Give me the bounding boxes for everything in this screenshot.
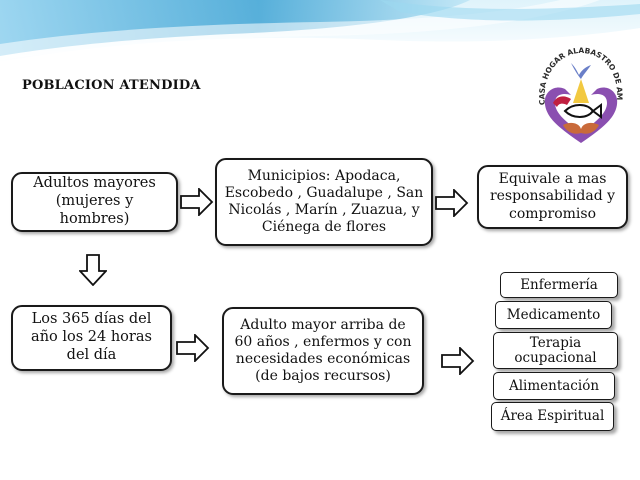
arrow-right-icon [441, 347, 475, 375]
box-equivale: Equivale a mas responsabilidad y comprom… [477, 165, 628, 229]
arrow-right-icon [180, 188, 214, 216]
service-item-terapia: Terapia ocupacional [493, 332, 618, 369]
box-municipios-text: Municipios: Apodaca, Escobedo , Guadalup… [224, 167, 424, 236]
box-perfil: Adulto mayor arriba de 60 años , enfermo… [222, 307, 424, 395]
service-item-alimentacion: Alimentación [493, 372, 615, 400]
box-adultos-mayores-text: Adultos mayores (mujeres y hombres) [33, 175, 156, 227]
service-label: Alimentación [508, 377, 600, 394]
service-label: Enfermería [520, 276, 598, 293]
service-label: Terapia ocupacional [514, 334, 597, 366]
page-title: POBLACION ATENDIDA [22, 78, 201, 93]
arrow-right-icon [176, 334, 210, 362]
box-horario: Los 365 días del año los 24 horas del dí… [11, 305, 172, 371]
arrow-right-icon [435, 189, 469, 217]
service-label: Medicamento [506, 306, 601, 323]
service-item-enfermeria: Enfermería [500, 272, 618, 298]
service-label: Área Espiritual [500, 408, 605, 425]
box-perfil-text: Adulto mayor arriba de 60 años , enfermo… [234, 316, 412, 385]
box-municipios: Municipios: Apodaca, Escobedo , Guadalup… [215, 158, 433, 246]
box-equivale-text: Equivale a mas responsabilidad y comprom… [489, 171, 616, 222]
casa-hogar-logo: CASA HOGAR ALABASTRO DE AMOR "THELMA" A.… [531, 43, 627, 155]
box-horario-text: Los 365 días del año los 24 horas del dí… [31, 311, 152, 363]
service-item-area-espiritual: Área Espiritual [491, 402, 614, 431]
service-item-medicamento: Medicamento [495, 301, 612, 329]
arrow-down-icon [79, 254, 107, 286]
box-adultos-mayores: Adultos mayores (mujeres y hombres) [11, 172, 178, 232]
